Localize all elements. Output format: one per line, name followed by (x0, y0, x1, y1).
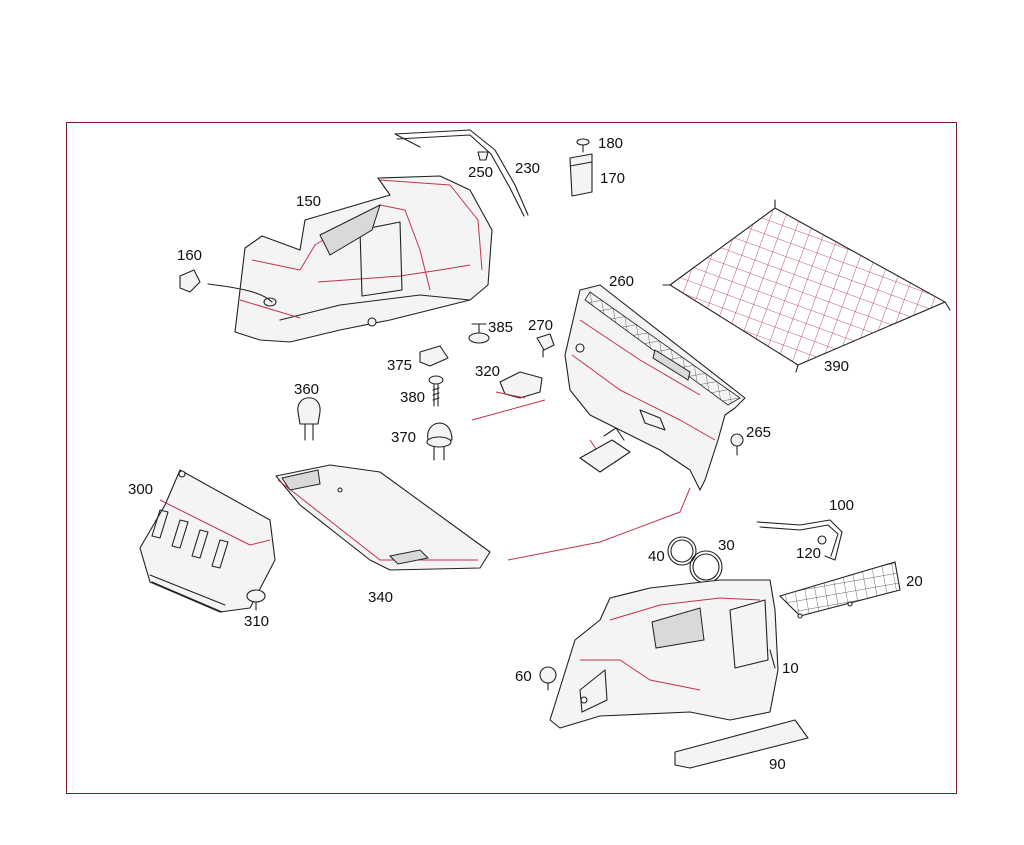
callout-120: 120 (796, 545, 822, 562)
callout-385: 385 (488, 319, 514, 336)
part-mat-floor-piece (579, 427, 631, 473)
callout-360: 360 (294, 381, 320, 398)
part-390-cargo-net (662, 199, 951, 373)
part-320-bracket (495, 371, 543, 399)
callout-230: 230 (515, 160, 541, 177)
part-270-clip (536, 333, 555, 358)
part-30-ring (689, 550, 723, 584)
callout-90: 90 (769, 756, 786, 773)
callout-150: 150 (296, 193, 322, 210)
callout-260: 260 (609, 273, 635, 290)
callout-390: 390 (824, 358, 850, 375)
part-60-fastener (539, 666, 557, 691)
callout-380: 380 (400, 389, 426, 406)
part-380-bolt (428, 375, 444, 407)
callout-310: 310 (244, 613, 270, 630)
part-150-left-liner (234, 175, 493, 343)
callout-370: 370 (391, 429, 417, 446)
callout-100: 100 (829, 497, 855, 514)
callout-375: 375 (387, 357, 413, 374)
part-100-trim (756, 519, 843, 561)
part-20-side-net (778, 561, 901, 619)
diagram-frame (66, 122, 957, 794)
part-370-lashing-eye (426, 422, 453, 461)
part-90-mat (674, 719, 809, 769)
part-310-fastener (246, 589, 266, 611)
part-10-right-liner (549, 579, 779, 729)
callout-10: 10 (782, 660, 799, 677)
callout-160: 160 (177, 247, 203, 264)
part-170-bracket (569, 153, 593, 197)
part-260-rear-panel (564, 284, 746, 491)
callout-170: 170 (600, 170, 626, 187)
callout-60: 60 (515, 668, 532, 685)
part-120-clip (817, 535, 827, 545)
part-265-screw (730, 433, 744, 456)
callout-300: 300 (128, 481, 154, 498)
callout-270: 270 (528, 317, 554, 334)
callout-320: 320 (475, 363, 501, 380)
part-340-floor-cover (275, 464, 491, 571)
part-250-clip (477, 151, 489, 161)
part-180-screw (576, 138, 590, 153)
part-360-lashing-eye (297, 397, 321, 441)
callout-20: 20 (906, 573, 923, 590)
callout-340: 340 (368, 589, 394, 606)
part-40-ring (667, 536, 697, 566)
part-375-cover (419, 345, 449, 367)
part-385-fastener (468, 323, 490, 344)
part-300-partition (139, 469, 276, 613)
callout-265: 265 (746, 424, 772, 441)
callout-180: 180 (598, 135, 624, 152)
callout-30: 30 (718, 537, 735, 554)
part-230-trim-strip (394, 129, 529, 217)
part-160-cap (179, 269, 277, 307)
callout-250: 250 (468, 164, 494, 181)
callout-40: 40 (648, 548, 665, 565)
